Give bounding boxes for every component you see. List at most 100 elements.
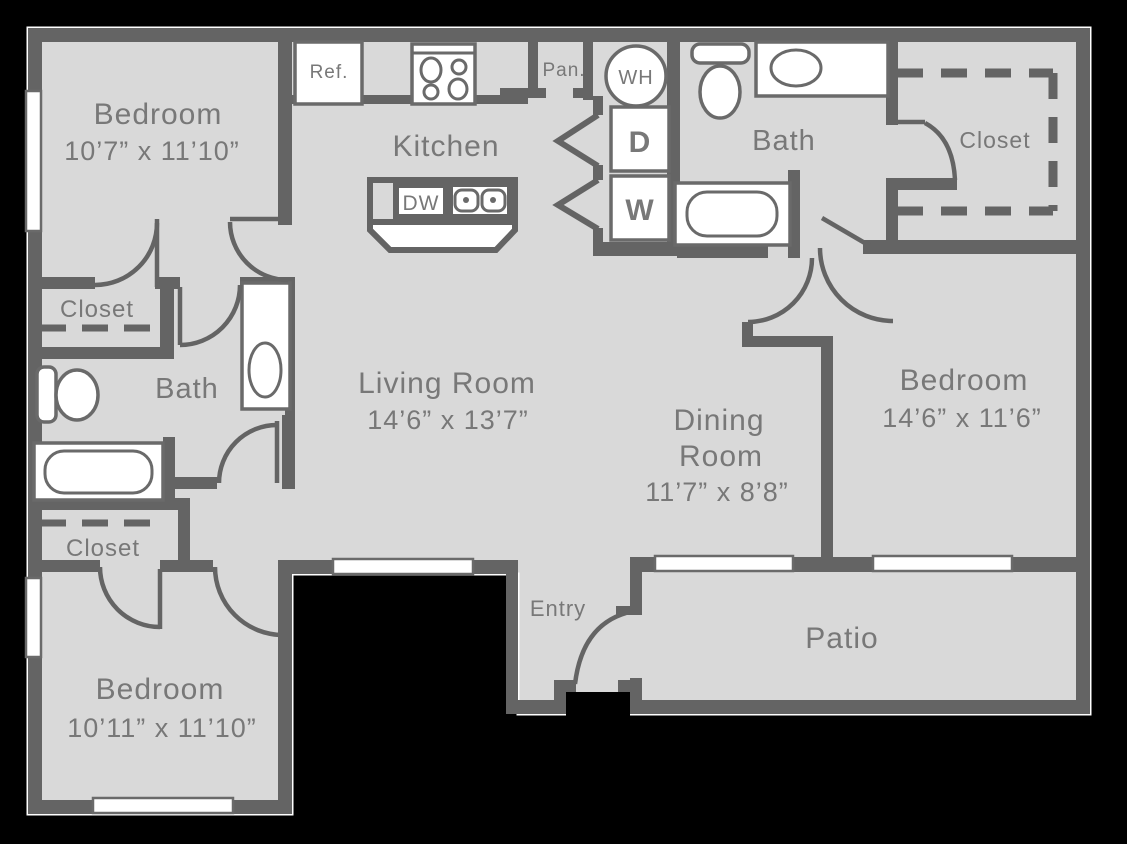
wall — [163, 437, 175, 500]
toilet-tank-icon — [690, 42, 751, 65]
toilet-bowl-icon — [54, 368, 100, 422]
room-label-bedroom-right: Bedroom — [900, 364, 1029, 397]
door-arc — [94, 222, 160, 288]
room-label-kitchen: Kitchen — [392, 130, 499, 163]
wall — [500, 88, 546, 98]
room-label-patio: Patio — [805, 622, 878, 655]
dishwasher-icon — [393, 182, 449, 220]
pantry-label: Pan. — [542, 60, 585, 81]
burner-icon — [422, 83, 440, 101]
wall — [821, 336, 833, 557]
wall — [506, 560, 518, 714]
window — [331, 557, 475, 576]
bathtub-icon — [685, 190, 779, 238]
window — [91, 796, 235, 815]
door-arc — [212, 566, 284, 638]
wall — [160, 289, 174, 359]
washer-icon — [609, 174, 671, 242]
sink-icon — [769, 48, 823, 88]
wall — [38, 347, 174, 359]
room-label-bedroom-top-left: Bedroom — [94, 98, 223, 131]
wall — [863, 240, 1090, 254]
wall — [28, 560, 100, 572]
wall — [640, 700, 1090, 714]
refrigerator-label: Ref. — [310, 62, 349, 83]
entry-recess — [566, 692, 630, 716]
room-dims-bedroom-bottom-left: 10’11” x 11’10” — [67, 713, 257, 743]
room-label-closet-bottom-left: Closet — [66, 535, 140, 562]
dryer-label: D — [629, 126, 652, 159]
room-label-dining-2: Room — [679, 440, 763, 473]
toilet-tank-icon — [35, 365, 58, 424]
door-arc — [216, 422, 278, 484]
door-arc — [179, 284, 243, 348]
washer-label: W — [625, 194, 654, 227]
room-label-living: Living Room — [358, 367, 536, 400]
wall — [886, 178, 898, 252]
door-arc — [97, 566, 161, 630]
sink-icon — [247, 341, 283, 399]
window — [24, 576, 43, 659]
closet-dashes — [40, 68, 1058, 527]
burner-icon — [419, 56, 443, 84]
wall — [528, 41, 538, 94]
wall — [593, 96, 603, 115]
wall — [28, 28, 1090, 42]
bifold-door-icon — [552, 177, 600, 232]
labels: Bedroom 10’7” x 11’10” Kitchen Ref. Pan.… — [60, 60, 1042, 743]
kitchen-counter — [292, 95, 528, 104]
fixtures — [32, 40, 890, 502]
wall — [593, 242, 677, 256]
wall — [178, 498, 190, 572]
wall — [616, 606, 642, 615]
wall — [677, 244, 768, 258]
wall — [163, 477, 217, 489]
room-dims-dining: 11’7” x 8’8” — [645, 477, 789, 507]
wall — [554, 680, 576, 692]
room-label-closet-top-right: Closet — [959, 127, 1030, 153]
dryer-icon — [609, 105, 671, 173]
drain-icon — [463, 197, 469, 203]
wall — [742, 336, 833, 347]
burner-icon — [447, 77, 469, 101]
burner-icon — [450, 58, 468, 76]
island-counter — [367, 219, 518, 253]
toilet-bowl-icon — [698, 64, 742, 120]
room-label-bath-top: Bath — [752, 125, 816, 157]
wall — [890, 178, 957, 190]
room-dims-bedroom-right: 14’6” x 11’6” — [882, 403, 1042, 433]
room-dims-living: 14’6” x 13’7” — [367, 405, 529, 435]
wall — [160, 560, 213, 572]
wall — [742, 322, 753, 346]
wall — [155, 277, 180, 289]
door-arc — [817, 247, 894, 324]
window — [24, 89, 43, 233]
door-arc — [923, 121, 958, 181]
window — [871, 554, 1014, 573]
wall — [630, 557, 642, 614]
wall — [278, 41, 292, 225]
water-heater-label: WH — [618, 67, 653, 89]
door-arc — [572, 610, 627, 685]
wall — [510, 700, 566, 714]
room-label-entry: Entry — [530, 596, 586, 621]
door-arc — [227, 221, 289, 283]
room-label-bedroom-bottom-left: Bedroom — [96, 673, 225, 706]
room-label-bath-left: Bath — [155, 373, 219, 405]
door-leaf — [820, 216, 872, 248]
wall — [1076, 28, 1090, 714]
wall — [573, 88, 593, 98]
wall — [583, 41, 593, 100]
refrigerator-icon — [293, 40, 364, 106]
dishwasher-label: DW — [403, 192, 440, 215]
wall — [38, 277, 95, 289]
doors — [94, 112, 958, 685]
window — [653, 554, 795, 573]
wall — [593, 165, 603, 180]
room-label-closet-left: Closet — [60, 296, 134, 323]
room-dims-bedroom-top-left: 10’7” x 11’10” — [64, 136, 240, 166]
windows — [24, 89, 1014, 815]
wall — [593, 228, 603, 254]
